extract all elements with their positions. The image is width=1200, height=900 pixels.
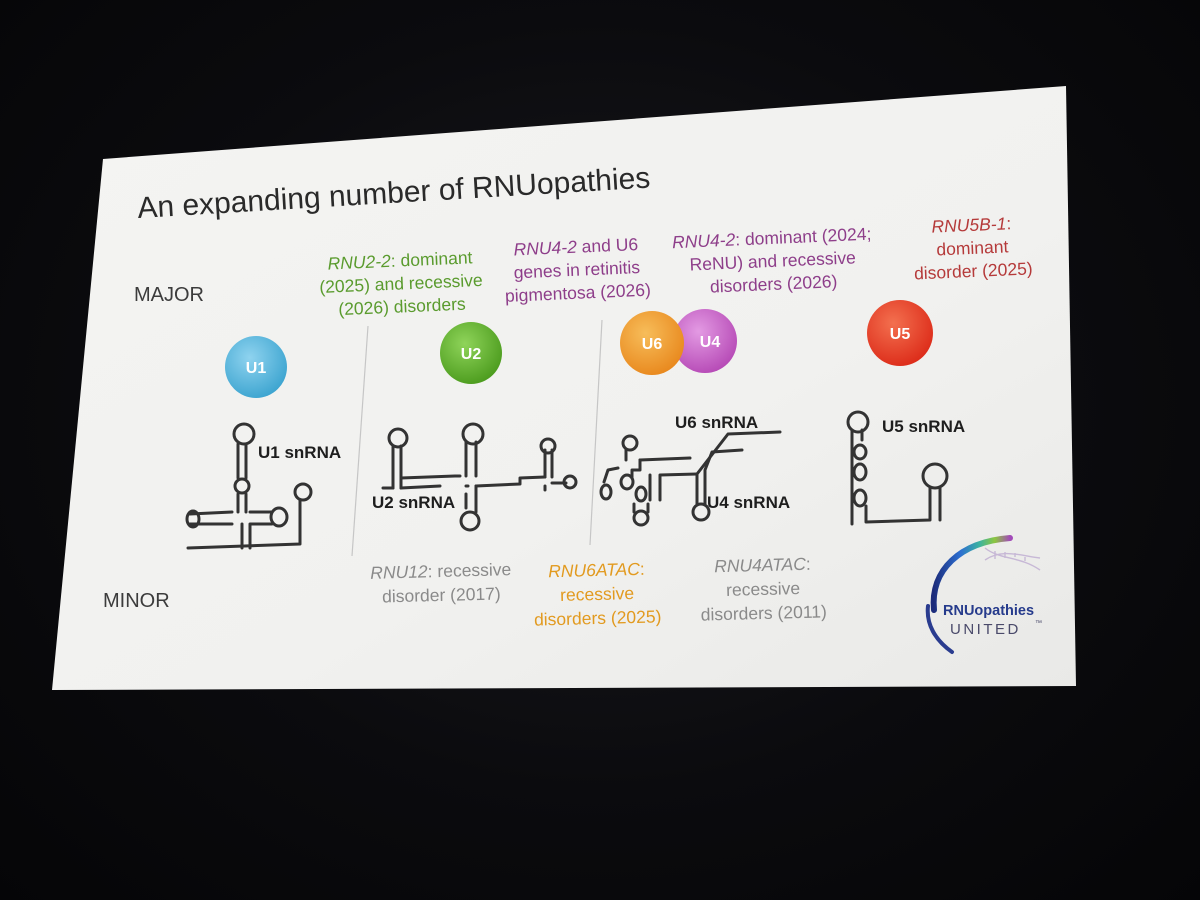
rnuopathies-united-logo: RNUopathies UNITED ™ [925, 535, 1042, 654]
logo-tm: ™ [1035, 620, 1042, 627]
divider-1 [351, 325, 369, 557]
svg-text:RNU2-2: dominant: RNU2-2: dominant [327, 247, 473, 273]
note-rnu5: RNU5B-1: dominant disorder (2025) [914, 213, 1033, 283]
slide-surface [52, 86, 1076, 690]
svg-text:U6: U6 [642, 336, 663, 353]
u2-circle: U2 [440, 322, 502, 384]
svg-text:RNU4-2: dominant (2024;: RNU4-2: dominant (2024; [672, 224, 872, 253]
u4-snrna-label: U4 snRNA [707, 493, 790, 512]
major-label: MAJOR [134, 284, 204, 306]
svg-text:U1: U1 [246, 360, 267, 377]
svg-text:disorders (2025): disorders (2025) [534, 606, 662, 629]
u2-snrna-label: U2 snRNA [372, 493, 455, 512]
u5-circle: U5 [867, 300, 933, 366]
divider-2 [589, 319, 603, 546]
u6-u4-circle: U6 U4 [620, 309, 737, 375]
u6-snrna-label: U6 snRNA [675, 413, 758, 432]
note-rnu6atac: RNU6ATAC: recessive disorders (2025) [534, 559, 662, 630]
u2-snrna-structure [381, 422, 578, 532]
svg-text:RNU5B-1:: RNU5B-1: [931, 213, 1012, 236]
svg-text:recessive: recessive [560, 583, 634, 605]
svg-text:RNU4-2 and U6: RNU4-2 and U6 [513, 234, 638, 259]
logo-brand: RNUopathies [943, 603, 1034, 619]
u5-snrna-structure [846, 410, 949, 526]
note-rnu4-u6: RNU4-2 and U6 genes in retinitis pigment… [505, 234, 652, 306]
svg-text:dominant: dominant [936, 236, 1009, 259]
dna-helix-icon [984, 547, 1041, 571]
note-rnu4atac: RNU4ATAC: recessive disorders (2011) [700, 554, 827, 625]
note-rnu12: RNU12: recessive disorder (2017) [370, 559, 512, 606]
note-rnu2: RNU2-2: dominant (2025) and recessive (2… [319, 247, 483, 319]
svg-text:disorder (2017): disorder (2017) [382, 583, 501, 606]
svg-text:RNU4ATAC:: RNU4ATAC: [714, 554, 811, 577]
svg-text:recessive: recessive [726, 578, 800, 600]
u1-circle: U1 [225, 336, 287, 398]
minor-label: MINOR [103, 590, 170, 612]
logo-arc [930, 535, 1013, 613]
u1-snrna-structure [185, 422, 313, 550]
svg-text:U2: U2 [461, 346, 482, 363]
u1-snrna-label: U1 snRNA [258, 443, 341, 462]
svg-text:RNU12: recessive: RNU12: recessive [370, 559, 512, 583]
svg-text:U5: U5 [890, 326, 911, 343]
u6-u4-snrna-structure [599, 430, 782, 527]
svg-text:U4: U4 [700, 334, 721, 351]
svg-text:RNU6ATAC:: RNU6ATAC: [548, 559, 645, 582]
u5-snrna-label: U5 snRNA [882, 417, 965, 436]
svg-text:disorders (2011): disorders (2011) [700, 601, 827, 624]
logo-sub: UNITED [950, 621, 1021, 638]
